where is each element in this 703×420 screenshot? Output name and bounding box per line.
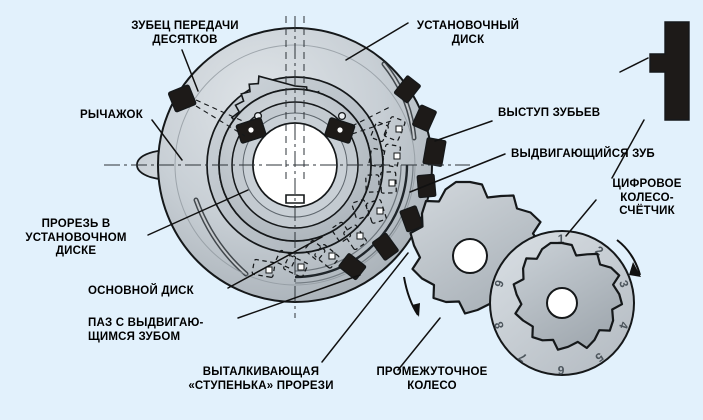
label-main-disc: ОСНОВНОЙ ДИСК <box>88 285 194 297</box>
dashed-leader-a <box>195 99 248 124</box>
tens-transfer-tooth-left <box>235 117 267 144</box>
leader-extending-tooth <box>409 153 506 193</box>
leader-groove-with-tooth <box>237 274 361 319</box>
tens-transfer-tooth-outer <box>168 84 197 113</box>
t-tooth-icon <box>649 21 690 121</box>
dashed-leader-b <box>195 105 246 137</box>
label-lever: РЫЧАЖОК <box>80 109 143 121</box>
centre-lines <box>104 16 470 318</box>
leader-tens-transfer-tooth <box>181 49 199 92</box>
label-slot-in-setting-disc: ПРОРЕЗЬ В УСТАНОВОЧНОМ ДИСКЕ <box>25 218 127 257</box>
label-tooth-projection: ВЫСТУП ЗУБЬЕВ <box>498 107 601 119</box>
dashed-leader-c <box>351 105 393 127</box>
rotation-arrow-right-icon <box>616 239 641 277</box>
label-extending-tooth: ВЫДВИГАЮЩИЙСЯ ЗУБ <box>511 148 655 160</box>
leader-t-tooth-lower <box>611 119 645 179</box>
leader-intermediate-wheel <box>397 317 441 371</box>
protruding-tooth-7 <box>338 253 367 281</box>
leader-slot-in-setting-disc <box>147 189 249 236</box>
label-groove-with-extending-tooth: ПАЗ С ВЫДВИГАЮ- ЩИМСЯ ЗУБОМ <box>88 317 204 343</box>
leader-setting-disc <box>345 22 409 61</box>
leader-main-disc <box>227 236 323 289</box>
label-setting-disc: УСТАНОВОЧНЫЙ ДИСК <box>416 20 520 46</box>
label-intermediate-wheel: ПРОМЕЖУТОЧНОЕ КОЛЕСО <box>376 366 488 392</box>
digit-counter-wheel-graphic: 1 2 3 4 5 6 7 8 9 <box>489 230 635 377</box>
protruding-tooth-1 <box>393 75 421 104</box>
counter-digit-4: 4 <box>616 320 631 331</box>
counter-gear-bore <box>546 287 578 319</box>
protruding-tooth-3 <box>422 137 447 167</box>
tens-transfer-tooth-right <box>324 117 356 144</box>
protruding-tooth-6 <box>372 232 399 261</box>
leader-lever <box>151 119 183 161</box>
protruding-tooth-2 <box>412 104 437 132</box>
label-tens-transfer-tooth: ЗУБЕЦ ПЕРЕДАЧИ ДЕСЯТКОВ <box>131 20 239 46</box>
leader-lines <box>147 22 649 371</box>
leader-tooth-projection <box>434 120 493 142</box>
counter-digit-8: 8 <box>491 320 506 331</box>
pin-hole-right <box>337 111 347 121</box>
counter-digit-3: 3 <box>616 278 631 289</box>
rotation-arrow-left-icon <box>403 276 420 317</box>
counter-digit-1: 1 <box>558 232 565 246</box>
main-disc-assembly <box>104 16 470 318</box>
protruding-tooth-5 <box>399 205 424 233</box>
counter-digit-9: 9 <box>492 278 507 289</box>
intermediate-wheel-bore <box>452 238 488 274</box>
setting-disc-slot-lower-hl <box>195 199 247 275</box>
counter-digit-6: 6 <box>557 363 564 377</box>
label-ejecting-step-of-slot: ВЫТАЛКИВАЮЩАЯ «СТУПЕНЬКА» ПРОРЕЗИ <box>188 366 334 392</box>
leader-t-tooth-upper <box>619 57 649 73</box>
leader-ejecting-step <box>321 252 409 363</box>
dashed-leader-d <box>351 119 395 135</box>
label-digit-counter-wheel: ЦИФРОВОЕ КОЛЕСО- СЧЁТЧИК <box>612 178 682 217</box>
leader-counter-wheel <box>565 199 597 237</box>
